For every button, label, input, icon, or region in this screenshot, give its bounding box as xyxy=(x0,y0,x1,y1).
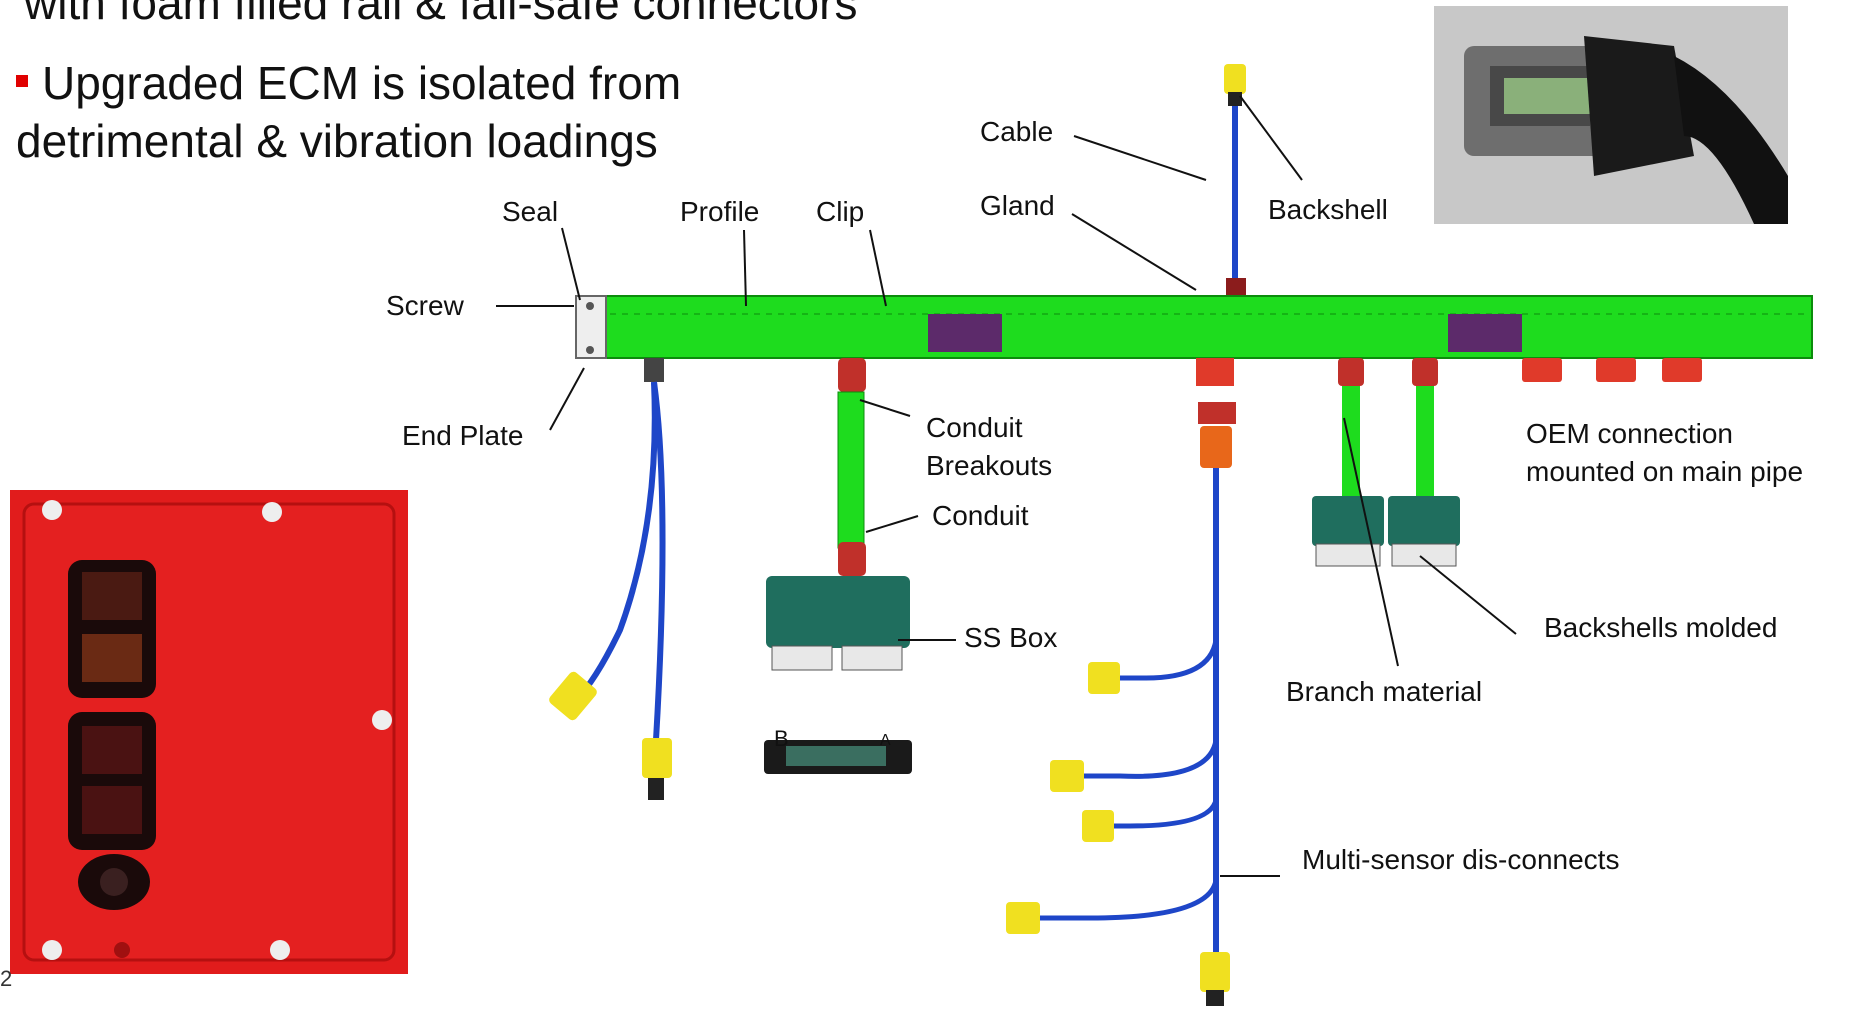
oem-connector-1 xyxy=(1522,358,1562,382)
multi-sensor-gland xyxy=(1196,358,1234,386)
sensor-connector-4 xyxy=(1006,902,1040,934)
slide-number: 2 xyxy=(0,966,12,992)
top-connector xyxy=(1224,64,1246,94)
label-conduit-breakouts-2: Breakouts xyxy=(926,450,1052,482)
sensor-connector-3 xyxy=(1082,810,1114,842)
branch-gland-2 xyxy=(1412,358,1438,386)
label-conduit: Conduit xyxy=(932,500,1029,532)
branch-gland-1 xyxy=(1338,358,1364,386)
conduit-gland-bottom xyxy=(838,542,866,576)
label-branch-material: Branch material xyxy=(1286,676,1482,708)
conduit-gland-top xyxy=(838,358,866,392)
label-oem-1: OEM connection xyxy=(1526,418,1733,450)
gland xyxy=(1226,278,1246,296)
rail-clip-right xyxy=(1448,314,1522,352)
ss-box-label-a: A xyxy=(880,732,891,750)
main-rail xyxy=(606,296,1812,358)
branch-2 xyxy=(1416,386,1434,498)
label-clip: Clip xyxy=(816,196,864,228)
ss-box xyxy=(766,576,910,648)
label-ss-box: SS Box xyxy=(964,622,1057,654)
oem-connector-2 xyxy=(1596,358,1636,382)
multi-sensor-connector xyxy=(1200,426,1232,468)
label-backshell: Backshell xyxy=(1268,194,1388,226)
label-end-plate: End Plate xyxy=(402,420,523,452)
sensor-connector-2 xyxy=(1050,760,1084,792)
label-oem-2: mounted on main pipe xyxy=(1526,456,1803,488)
left-connector-2 xyxy=(642,738,672,778)
label-gland: Gland xyxy=(980,190,1055,222)
ss-box-label-b: B xyxy=(774,726,789,752)
rail-clip-left xyxy=(928,314,1002,352)
left-gland-1 xyxy=(644,358,664,382)
conduit xyxy=(838,392,864,548)
label-seal: Seal xyxy=(502,196,558,228)
bottom-connector xyxy=(1200,952,1230,992)
sensor-connector-1 xyxy=(1088,662,1120,694)
label-cable: Cable xyxy=(980,116,1053,148)
left-cable-1 xyxy=(576,382,655,700)
branch-backshell-1 xyxy=(1312,496,1384,546)
oem-connector-3 xyxy=(1662,358,1702,382)
branch-backshell-2 xyxy=(1388,496,1460,546)
label-screw: Screw xyxy=(386,290,464,322)
label-multi-sensor: Multi-sensor dis-connects xyxy=(1302,844,1619,876)
label-conduit-breakouts-1: Conduit xyxy=(926,412,1023,444)
label-profile: Profile xyxy=(680,196,759,228)
label-backshells-molded: Backshells molded xyxy=(1544,612,1777,644)
